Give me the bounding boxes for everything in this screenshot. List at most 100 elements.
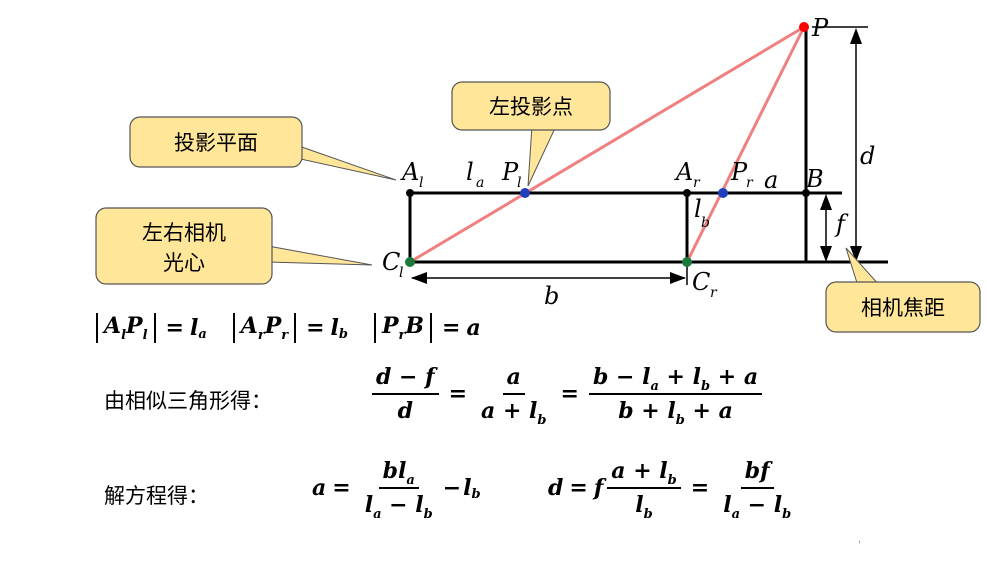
frac-numerator: bla <box>378 458 419 489</box>
eq-term: + l <box>658 364 701 390</box>
eq-term: − l <box>740 492 783 518</box>
eq-B: B <box>405 313 425 339</box>
b-arrow-left <box>411 272 427 284</box>
frac-d-minus-f-over-d: d − f d <box>372 364 439 424</box>
eq-a: a <box>466 315 481 341</box>
equation-similar-triangles: d − f d = a a + lb = b − la + lb + a b +… <box>368 364 766 428</box>
eq-term: b − l <box>592 364 651 390</box>
frac-denominator: la − lb <box>361 489 437 522</box>
frac-full-ratio: b − la + lb + a b + lb + a <box>588 364 763 428</box>
label-Cr: C <box>692 268 710 296</box>
eq-term: b + l <box>618 398 676 424</box>
eq-equals: = <box>569 475 588 501</box>
abs-ArPr: ArPr <box>232 313 297 343</box>
eq-sub: b <box>643 507 653 522</box>
eq-term: − l <box>381 492 424 518</box>
eq-equals: = <box>690 475 710 501</box>
label-lb: l <box>694 195 702 223</box>
eq-sub: b <box>782 507 792 522</box>
frac-bf-over-la-minus-lb: bf la − lb <box>719 458 795 522</box>
eq-A: A <box>104 313 122 339</box>
label-Al-sub: l <box>419 175 423 191</box>
abs-PrB: PrB <box>374 313 433 343</box>
eq-term: a + l <box>481 398 538 424</box>
frac-numerator: a <box>502 364 525 395</box>
eq-term: a + l <box>611 458 668 484</box>
eq-term: l <box>635 492 644 518</box>
point-Cr <box>682 257 692 267</box>
d-arrow-down <box>850 246 862 262</box>
ray-left <box>409 25 805 264</box>
label-la: l <box>466 158 474 186</box>
eq-term: l <box>723 492 732 518</box>
eq-sub: b <box>667 473 677 488</box>
label-B: B <box>805 165 824 193</box>
callout-focal-length-text: 相机焦距 <box>861 296 945 320</box>
frac-denominator: lb <box>631 489 656 522</box>
point-P <box>799 22 809 32</box>
callout-focal-length-box <box>825 281 981 333</box>
ray-right <box>685 26 806 263</box>
callout-projection-plane-text: 投影平面 <box>174 131 258 155</box>
callout-focal-length-pointer <box>845 247 882 287</box>
label-Cr-sub: r <box>710 285 718 301</box>
callout-camera-center-line1: 左右相机 <box>142 221 226 245</box>
callout-camera-center-pointer <box>267 245 373 266</box>
d-arrow-up <box>850 28 862 44</box>
eq-sub: b <box>471 486 481 502</box>
label-Cl: C <box>382 248 400 276</box>
eq-sub: b <box>338 326 348 342</box>
label-d: d <box>860 142 875 170</box>
eq-a: a <box>312 475 327 501</box>
similar-triangles-label: 由相似三角形得： <box>104 389 272 413</box>
label-a: a <box>764 166 778 194</box>
frac-bla-over-la-minus-lb: bla la − lb <box>361 458 437 522</box>
label-P: P <box>811 14 829 42</box>
point-Pl <box>520 188 530 198</box>
frac-denominator: b + lb + a <box>614 395 737 428</box>
eq-sub: a <box>198 326 207 342</box>
eq-equals: = <box>332 475 351 501</box>
frac-denominator: a + lb <box>477 395 550 428</box>
label-Pr-sub: r <box>746 175 754 191</box>
label-Pl-sub: l <box>517 175 521 191</box>
eq-equals: = <box>448 381 468 407</box>
b-arrow-right <box>670 272 686 284</box>
eq-term: + a <box>710 364 759 390</box>
eq-l: l <box>463 475 472 501</box>
label-Pl: P <box>501 158 519 186</box>
eq-sub: a <box>406 473 415 488</box>
frac-a-over-a-plus-lb: a a + lb <box>477 364 550 428</box>
eq-term: bl <box>382 458 407 484</box>
eq-equals: = <box>165 315 184 341</box>
eq-sub: l <box>142 328 148 343</box>
eq-sub: b <box>675 413 685 428</box>
label-Ar-sub: r <box>693 175 701 191</box>
frac-numerator: b − la + lb + a <box>588 364 763 395</box>
eq-sub: a <box>731 507 740 522</box>
solve-label: 解方程得： <box>104 484 209 508</box>
eq-equals: = <box>560 381 579 407</box>
callout-left-projection-text: 左投影点 <box>489 95 573 119</box>
label-Pr: P <box>730 158 748 186</box>
eq-sub: a <box>650 379 659 394</box>
point-Pr <box>718 188 728 198</box>
callout-camera-center-line2: 光心 <box>163 251 205 275</box>
eq-P: P <box>382 313 399 339</box>
eq-P: P <box>264 313 282 339</box>
frac-denominator: la − lb <box>719 489 795 522</box>
callout-projection-plane-box <box>129 116 303 168</box>
eq-sub: r <box>281 328 289 343</box>
eq-equals: = <box>442 315 461 341</box>
equation-solution-d: d = f a + lb lb = bf la − lb <box>548 458 799 522</box>
eq-sub: b <box>701 379 711 394</box>
point-B <box>802 189 810 197</box>
eq-equals: = <box>306 315 325 341</box>
frac-numerator: d − f <box>372 364 439 395</box>
callout-projection-plane-pointer <box>295 144 397 181</box>
label-b: b <box>544 282 559 310</box>
eq-term: + a <box>684 398 733 424</box>
